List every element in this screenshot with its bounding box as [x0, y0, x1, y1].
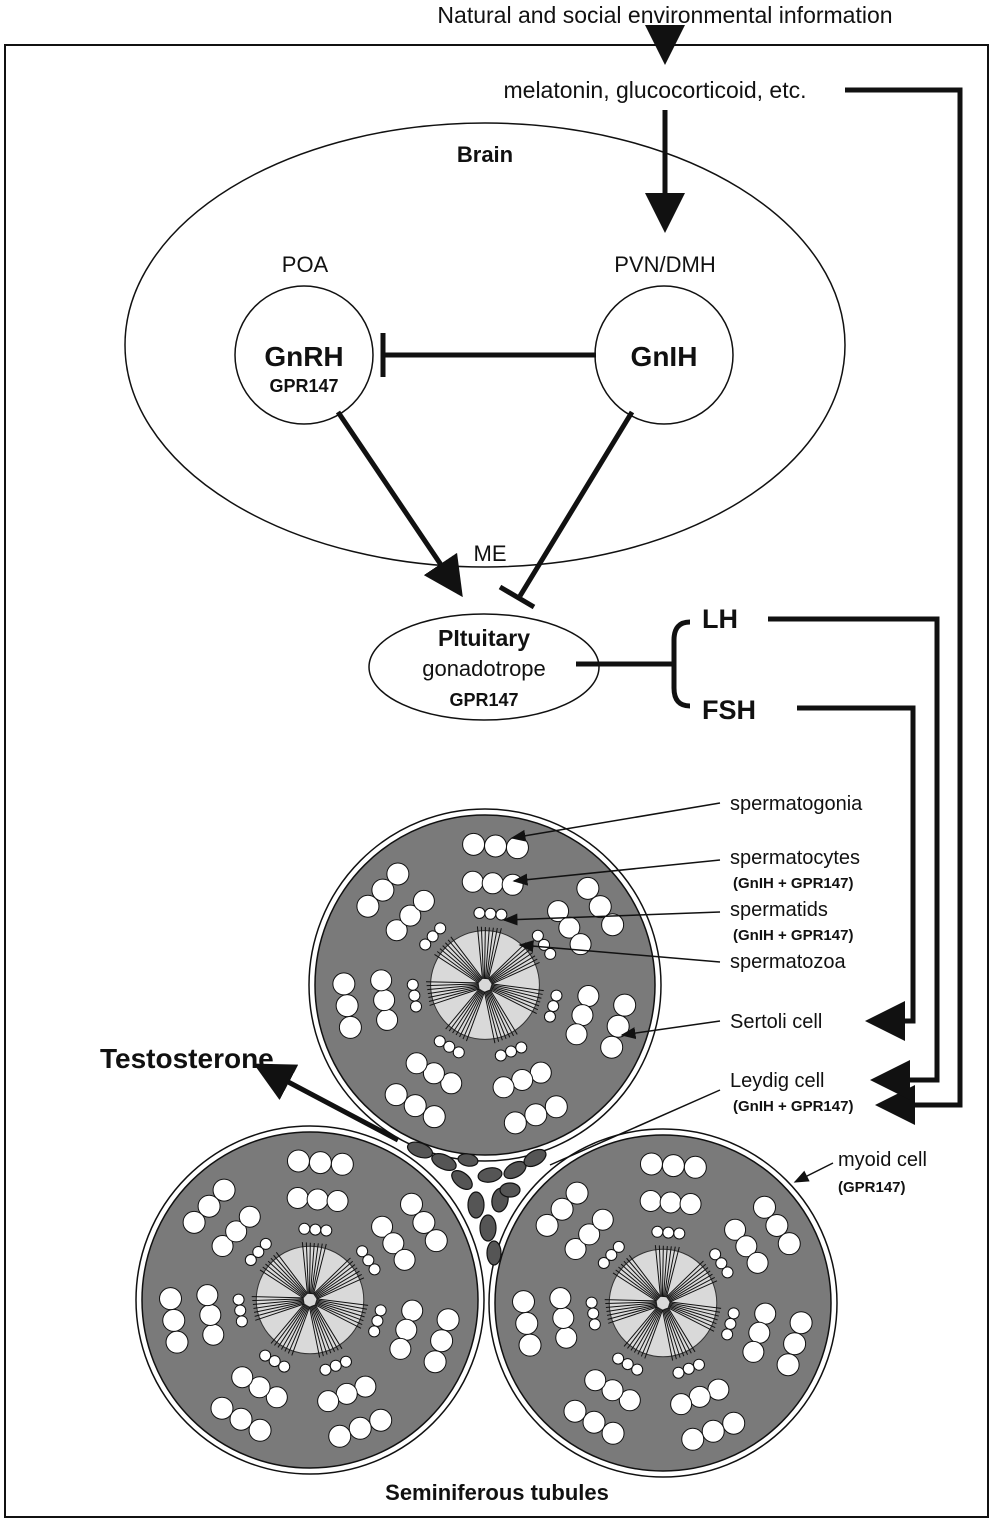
sertoli-label: Sertoli cell: [730, 1011, 822, 1033]
leydig-note: (GnIH + GPR147): [733, 1098, 853, 1115]
spermatocytes-label: spermatocytes: [730, 847, 860, 869]
lh-to-leydig-arrow: [768, 616, 940, 1100]
fsh-label: FSH: [702, 695, 756, 725]
pvn-dmh-label: PVN/DMH: [614, 252, 715, 277]
leydig-label: Leydig cell: [730, 1070, 825, 1092]
spermatids-note: (GnIH + GPR147): [733, 927, 853, 944]
spermatocytes-note: (GnIH + GPR147): [733, 875, 853, 892]
spermatozoa-label: spermatozoa: [730, 951, 846, 973]
gnrh-to-pituitary-arrow: [335, 410, 463, 598]
tubule-left: [135, 1125, 485, 1475]
lh-fsh-bracket: [671, 619, 691, 709]
tubules-caption: Seminiferous tubules: [385, 1480, 609, 1505]
myoid-label: myoid cell: [838, 1149, 927, 1171]
leydig-cells: [406, 1141, 547, 1266]
testosterone-arrow: [253, 1063, 400, 1143]
gnrh-label: GnRH: [264, 341, 343, 372]
spermatocytes-pointer: [512, 859, 721, 886]
myoid-pointer: [793, 1162, 834, 1183]
brain-title: Brain: [457, 142, 513, 167]
outer-frame: [4, 44, 989, 1518]
tubule-top: [308, 808, 662, 1162]
spermatozoa-pointer: [518, 940, 721, 963]
testosterone-label: Testosterone: [100, 1043, 274, 1074]
sertoli-pointer: [620, 1020, 721, 1040]
lh-label: LH: [702, 604, 738, 634]
seminiferous-tubules: [135, 808, 838, 1478]
poa-label: POA: [282, 252, 329, 277]
me-label: ME: [474, 541, 507, 566]
gnih-to-pituitary-line: [517, 410, 635, 598]
leydig-pointer: [549, 1089, 721, 1166]
pituitary-inhibition-bar: [498, 584, 536, 610]
tubule-right: [488, 1128, 838, 1478]
environment-label: Natural and social environmental informa…: [437, 2, 892, 28]
spermatids-pointer: [502, 911, 721, 926]
gnih-label: GnIH: [631, 341, 698, 372]
spermatogonia-label: spermatogonia: [730, 793, 863, 815]
brain-outline: [124, 122, 846, 568]
spermatogonia-pointer: [510, 802, 721, 842]
fsh-to-sertoli-arrow: [797, 705, 916, 1041]
pituitary-receptor-label: GPR147: [449, 690, 518, 710]
gnrh-receptor-label: GPR147: [269, 376, 338, 396]
pituitary-outline: [368, 613, 600, 721]
spermatids-label: spermatids: [730, 899, 828, 921]
pituitary-title: PItuitary: [438, 625, 530, 651]
gnrh-neuron: [234, 285, 374, 425]
myoid-note: (GPR147): [838, 1179, 906, 1196]
hormones-to-leydig-arrow: [845, 87, 963, 1125]
pituitary-subtitle: gonadotrope: [422, 656, 546, 681]
hormones-label: melatonin, glucocorticoid, etc.: [504, 77, 807, 103]
